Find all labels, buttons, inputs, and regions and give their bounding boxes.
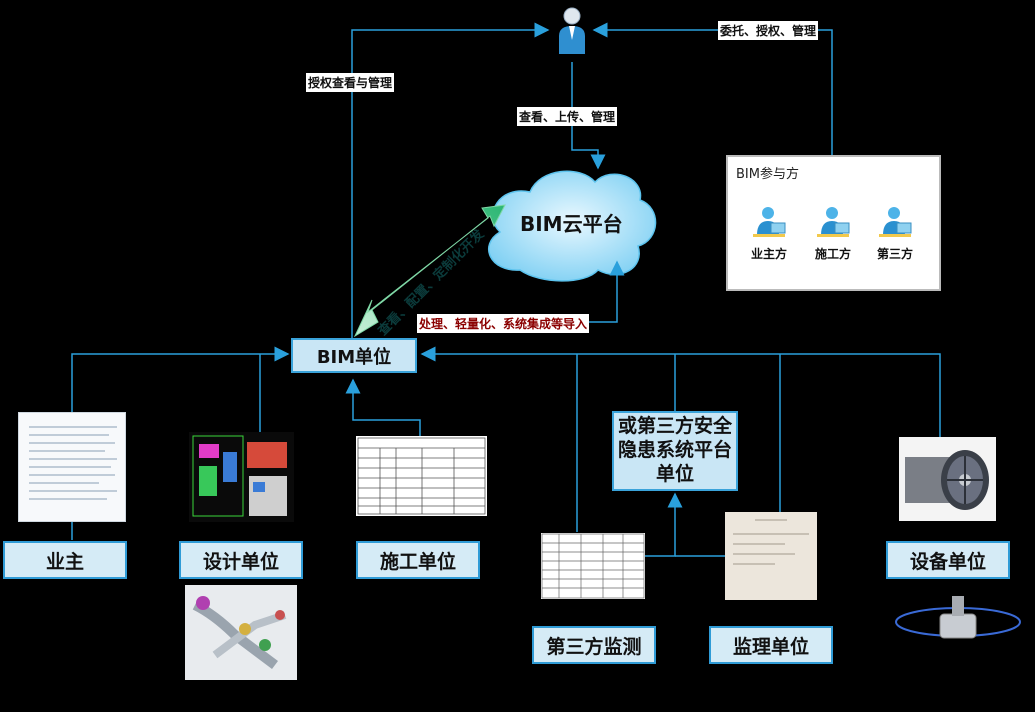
edge-label-view-upload: 查看、上传、管理 — [517, 107, 618, 126]
tunnel-boring-machine-thumbnail — [899, 437, 996, 521]
sensor-device-thumbnail — [888, 588, 1031, 656]
participant-third-party: 第三方 — [870, 205, 920, 262]
monitoring-table-thumbnail — [541, 533, 645, 599]
bim-unit-box: BIM单位 — [291, 338, 417, 373]
equipment-unit-box: 设备单位 — [886, 541, 1010, 579]
cloud-shape — [488, 170, 657, 282]
design-drawing-thumbnail — [189, 432, 294, 522]
user-computer-icon — [753, 207, 786, 237]
participant-construction: 施工方 — [808, 205, 858, 262]
user-computer-icon — [817, 207, 850, 237]
edge-label-authorize: 授权查看与管理 — [306, 73, 395, 92]
equipment-model-thumbnail — [185, 585, 297, 680]
bim-participants-panel: BIM参与方 业主方 施工方 第三方 — [726, 155, 941, 291]
safety-platform-box: 或第三方安全 隐患系统平台 单位 — [612, 411, 738, 491]
user-computer-icon — [879, 207, 912, 237]
construction-table-thumbnail — [356, 436, 487, 516]
third-party-monitoring-box: 第三方监测 — [532, 626, 656, 664]
supervision-unit-box: 监理单位 — [709, 626, 833, 664]
owner-box: 业主 — [3, 541, 127, 579]
user-icon — [556, 6, 588, 56]
supervision-log-thumbnail — [725, 512, 817, 600]
participant-owner: 业主方 — [744, 205, 794, 262]
bim-cloud-platform: BIM云平台 — [520, 212, 623, 236]
panel-title: BIM参与方 — [736, 167, 799, 182]
owner-document-thumbnail — [18, 412, 126, 522]
edge-label-delegate: 委托、授权、管理 — [718, 21, 819, 40]
diagonal-double-arrow — [353, 204, 506, 338]
edge-label-import: 处理、轻量化、系统集成等导入 — [417, 314, 590, 333]
construction-unit-box: 施工单位 — [356, 541, 480, 579]
design-unit-box: 设计单位 — [179, 541, 303, 579]
